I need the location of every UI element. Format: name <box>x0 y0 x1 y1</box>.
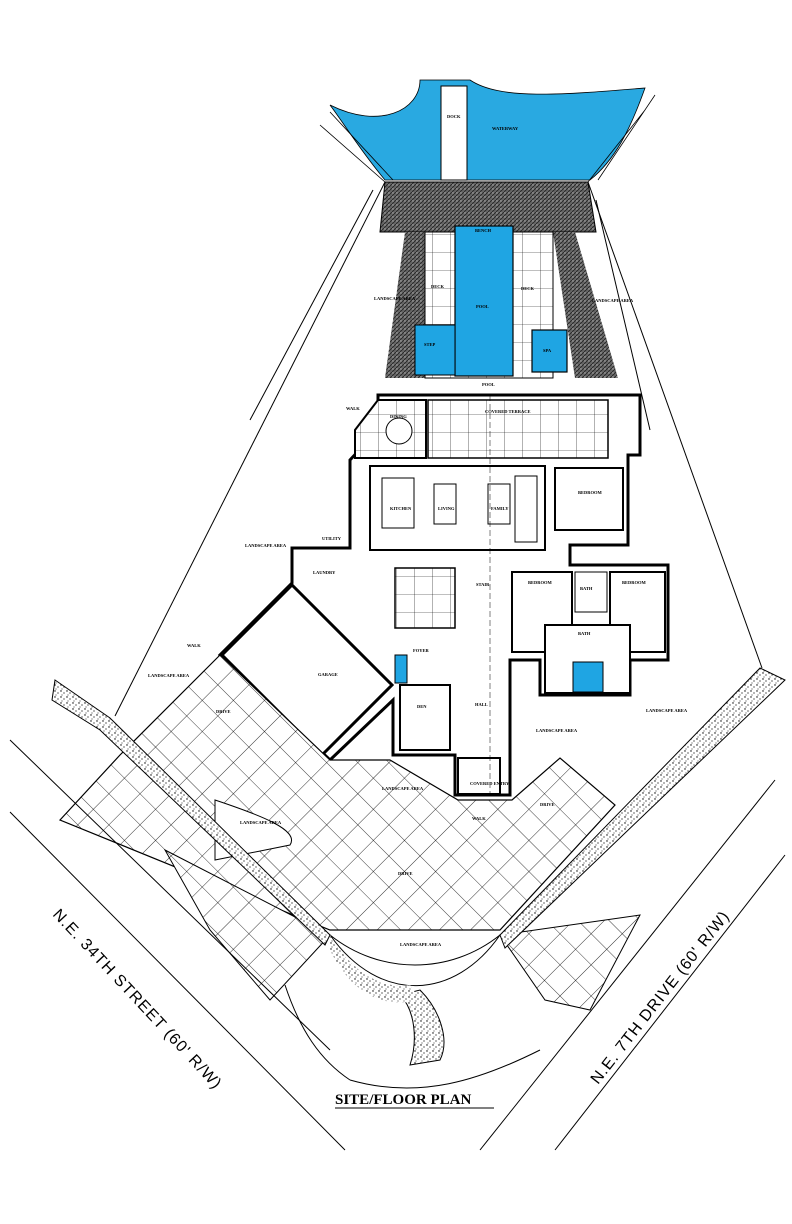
covered-entry-label: COVERED ENTRY <box>470 781 510 786</box>
drive-left-label: DRIVE <box>216 709 231 714</box>
deck-right-label: DECK <box>521 286 535 291</box>
pool-equipment-label: POOL <box>482 382 495 387</box>
property-lines <box>114 181 763 717</box>
bedroom-master-label: BEDROOM <box>578 490 603 495</box>
page-title: SITE/FLOOR PLAN <box>335 1092 471 1108</box>
pool <box>454 225 514 377</box>
walk-left-label: WALK <box>187 643 201 648</box>
bath-2-label: BATH <box>578 631 591 636</box>
drive-center-label: DRIVE <box>398 871 413 876</box>
landscape-3-label: LANDSCAPE AREA <box>382 786 424 791</box>
utility-label: UTILITY <box>322 536 342 541</box>
bath-label: BATH <box>580 586 593 591</box>
street-lines <box>9 739 786 1151</box>
walk-top-label: WALK <box>346 406 360 411</box>
bath-tub <box>572 661 604 693</box>
site-labels: WALK WALK WALK DRIVE DRIVE DRIVE LANDSCA… <box>148 406 688 947</box>
landscape-5-label: LANDSCAPE AREA <box>646 708 688 713</box>
dock <box>440 85 468 181</box>
waterway: DOCK WATERWAY <box>319 79 656 183</box>
deck-left-label: DECK <box>431 284 445 289</box>
stippled-borders <box>51 667 786 1066</box>
bedroom-2-label: BEDROOM <box>528 580 553 585</box>
foyer-label: FOYER <box>413 648 430 653</box>
pool-label: POOL <box>476 304 489 309</box>
family-label: FAMILY <box>491 506 509 511</box>
waterway-label: WATERWAY <box>492 126 519 131</box>
bench-label: BENCH <box>475 228 492 233</box>
dock-label: DOCK <box>447 114 461 119</box>
house-footprint <box>217 393 670 797</box>
landscape-1-label: LANDSCAPE AREA <box>148 673 190 678</box>
landscape-left-label: LANDSCAPE AREA <box>374 296 416 301</box>
pool-deck: BENCH DECK DECK POOL SPA STEP POOL LANDS… <box>374 225 634 387</box>
street-left-label: N.E. 34TH STREET (60' R/W) <box>49 906 225 1093</box>
kitchen-label: KITCHEN <box>390 506 412 511</box>
stair-label: STAIR <box>476 582 490 587</box>
landscape-4-label: LANDSCAPE AREA <box>536 728 578 733</box>
landscape-7-label: LANDSCAPE AREA <box>245 543 287 548</box>
laundry-label: LAUNDRY <box>313 570 336 575</box>
landscape-6-label: LANDSCAPE AREA <box>400 942 442 947</box>
garage-label: GARAGE <box>318 672 338 677</box>
landscape-2-label: LANDSCAPE AREA <box>240 820 282 825</box>
dining-label: DINING <box>390 414 407 419</box>
paving <box>58 654 641 1011</box>
house-labels: COVERED TERRACE DINING KITCHEN LIVING FA… <box>313 409 647 786</box>
drive-right-label: DRIVE <box>540 802 555 807</box>
den-label: DEN <box>417 704 427 709</box>
bedroom-3-label: BEDROOM <box>622 580 647 585</box>
living-label: LIVING <box>438 506 455 511</box>
spa-label: SPA <box>543 348 552 353</box>
hall-label: HALL <box>475 702 488 707</box>
covered-terrace-label: COVERED TERRACE <box>485 409 531 414</box>
spa <box>531 329 568 373</box>
landscape-right-label: LANDSCAPE AREA <box>592 298 634 303</box>
step-label: STEP <box>424 342 436 347</box>
walk-bottom-label: WALK <box>472 816 486 821</box>
